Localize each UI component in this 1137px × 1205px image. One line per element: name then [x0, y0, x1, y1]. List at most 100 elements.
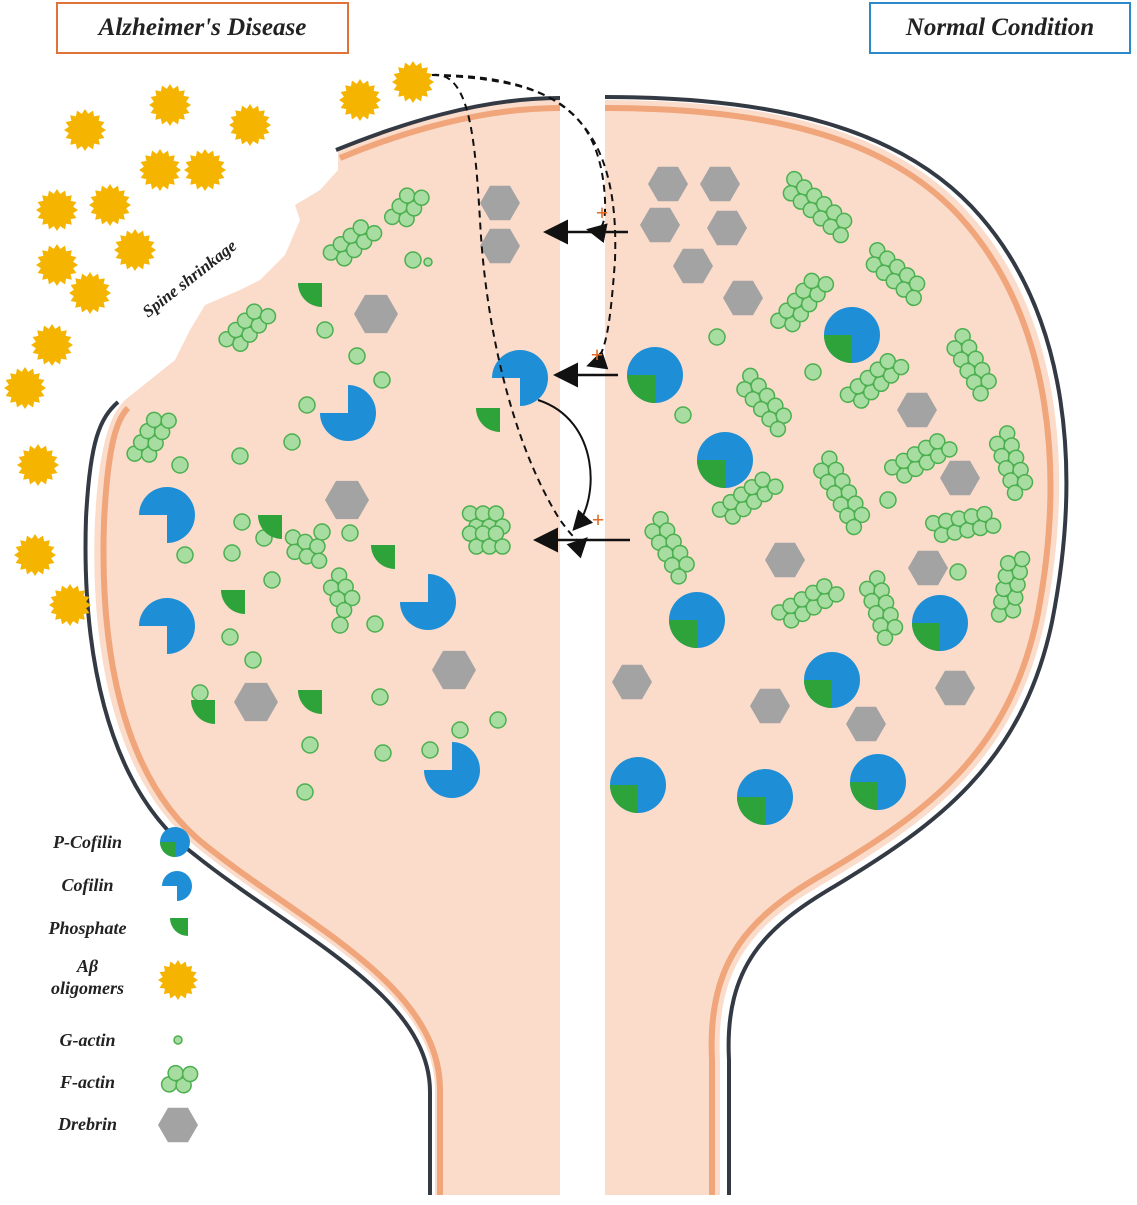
legend-label-6: Drebrin	[20, 1113, 155, 1135]
phosphate-icon	[170, 918, 188, 936]
abeta-dashed-path-2	[431, 74, 608, 243]
f-actin-subunit	[892, 358, 910, 376]
f-actin-subunit	[1016, 473, 1034, 491]
cofilin	[139, 487, 195, 543]
ad-spine-body	[94, 100, 560, 1195]
g-actin	[223, 544, 241, 562]
ad-spine-membrane-outer	[83, 96, 561, 1195]
g-actin	[489, 711, 507, 729]
g-actin	[231, 447, 249, 465]
p-cofilin-phosphate	[160, 842, 175, 857]
g-actin	[374, 744, 392, 762]
p-cofilin	[669, 592, 725, 648]
abeta-oligomer	[36, 189, 78, 231]
cofilin	[492, 350, 548, 406]
arrow-layer: +++	[431, 73, 630, 559]
g-actin	[171, 456, 189, 474]
legend-label-0: P-Cofilin	[20, 831, 155, 853]
abeta-oligomer	[184, 149, 226, 191]
p-cofilin-phosphate	[669, 620, 697, 648]
legend-label-2: Phosphate	[20, 917, 155, 939]
g-actin	[804, 363, 822, 381]
phosphate	[258, 515, 282, 539]
g-actin	[298, 396, 316, 414]
drebrin	[648, 166, 688, 202]
legend-label-5: F-actin	[20, 1071, 155, 1093]
drebrin	[908, 550, 948, 586]
f-actin-subunit	[853, 506, 871, 524]
f-actin-filament	[383, 187, 430, 228]
drebrin	[432, 650, 476, 690]
phosphate	[298, 690, 322, 714]
g-actin	[423, 257, 433, 267]
f-actin-subunit	[828, 586, 845, 603]
p-cofilin	[850, 754, 906, 810]
f-actin-subunit	[908, 275, 926, 292]
p-cofilin-phosphate	[804, 680, 832, 708]
p-cofilin-phosphate	[737, 797, 765, 825]
abeta-dashed-path-1	[431, 73, 588, 559]
f-actin-subunit	[886, 618, 904, 636]
f-actin-filament	[782, 170, 853, 244]
g-actin	[301, 736, 319, 754]
g-actin	[221, 628, 239, 646]
f-actin-filament	[858, 570, 904, 647]
g-actin	[283, 433, 301, 451]
cofilin-icon	[162, 871, 192, 901]
inhibition-plus-sign: +	[591, 342, 604, 367]
f-actin-subunit	[245, 303, 263, 320]
drebrin	[935, 670, 975, 706]
f-actin-filament	[865, 242, 926, 307]
f-actin-subunit	[999, 555, 1017, 572]
normal-spine-membrane-outer	[604, 95, 1069, 1195]
abeta-oligomer	[139, 149, 181, 191]
cofilin	[139, 598, 195, 654]
inhibition-plus-sign: +	[596, 200, 609, 225]
abeta-oligomer	[64, 109, 106, 151]
cofilin	[320, 385, 376, 441]
p-cofilin	[610, 757, 666, 813]
abeta-oligomer	[392, 61, 434, 103]
g-actin	[233, 513, 251, 531]
phosphate	[191, 700, 215, 724]
molecule-layer	[4, 61, 1034, 825]
f-actin-filament	[218, 303, 277, 353]
drebrin	[700, 166, 740, 202]
g-actin	[451, 721, 469, 739]
g-actin	[949, 563, 967, 581]
drebrin	[480, 228, 520, 264]
g-actin	[176, 546, 194, 564]
legend-label-line: F-actin	[59, 1072, 115, 1092]
f-actin-subunit	[487, 525, 505, 542]
p-cofilin	[627, 347, 683, 403]
f-actin-filament	[988, 425, 1034, 502]
g-actin	[373, 371, 391, 389]
f-actin-subunit	[803, 272, 820, 290]
phosphate	[221, 590, 245, 614]
g-actin	[674, 406, 692, 424]
drebrin	[354, 294, 398, 334]
f-actin-filament	[813, 450, 871, 536]
f-actin-filament	[126, 411, 177, 463]
f-actin-filament	[711, 471, 784, 525]
p-cofilin-phosphate	[610, 785, 638, 813]
p-cofilin-phosphate	[824, 335, 852, 363]
g-actin	[879, 491, 897, 509]
p-cofilin-phosphate	[627, 375, 655, 403]
f-actin-subunit	[817, 276, 835, 293]
abeta-oligomer	[14, 534, 56, 576]
normal-spine-membrane-inner	[604, 105, 1054, 1195]
cofilin-to-actin-arrow	[537, 399, 594, 531]
abeta-oligomer	[36, 244, 78, 286]
alzheimers-disease-title: Alzheimer's Disease	[56, 2, 349, 54]
legend-label-line: G-actin	[59, 1030, 116, 1050]
f-actin-filament	[644, 510, 695, 585]
g-actin	[371, 688, 389, 706]
abeta-oligomer	[114, 229, 156, 271]
abeta-oligomer	[17, 444, 59, 486]
f-actin-filament	[322, 567, 361, 619]
f-actin-filament	[990, 550, 1031, 623]
abeta-oligomer	[229, 104, 271, 146]
f-actin-subunit	[879, 353, 896, 370]
